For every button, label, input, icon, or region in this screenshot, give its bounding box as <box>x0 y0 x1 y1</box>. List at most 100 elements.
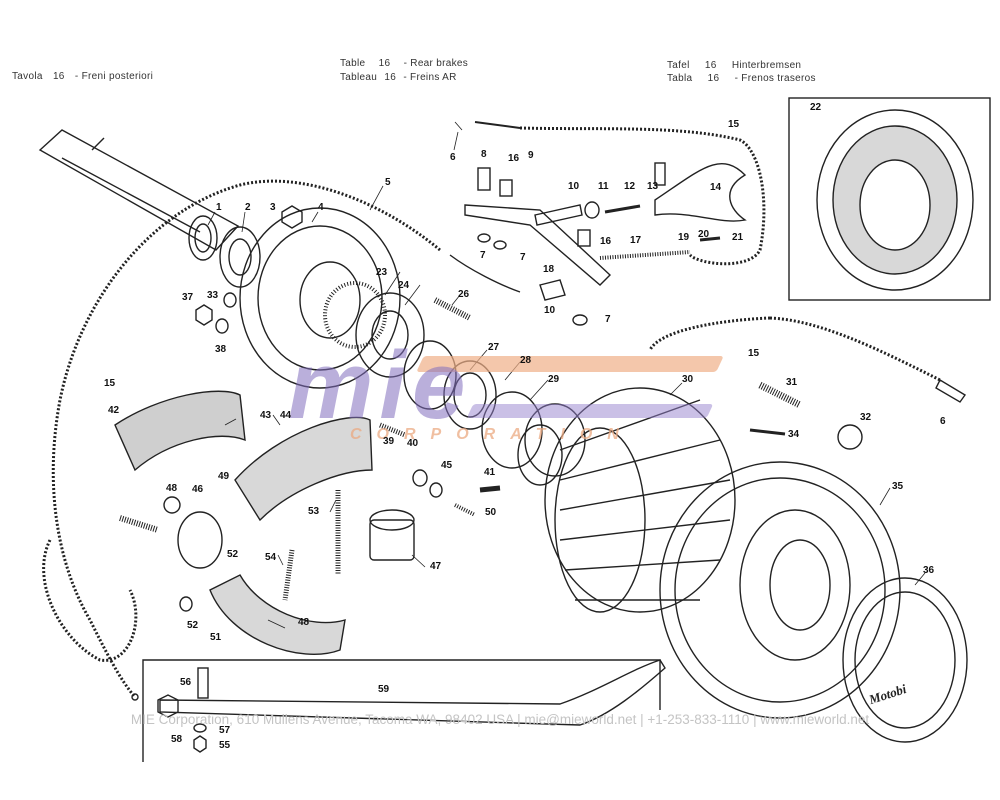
part-label-35: 35 <box>892 481 904 492</box>
bolt-16a <box>499 179 513 197</box>
stud-26 <box>433 297 472 321</box>
part-label-7: 7 <box>480 250 486 261</box>
link-10 <box>534 204 583 226</box>
part-label-22: 22 <box>810 102 822 113</box>
part-label-4: 4 <box>318 202 324 213</box>
part-label-54: 54 <box>265 552 277 563</box>
header-english: Table 16 - Rear brakes <box>340 58 468 69</box>
pin-12 <box>604 204 641 214</box>
part-label-47: 47 <box>430 561 442 572</box>
cam-49 <box>119 515 159 533</box>
washer-7a <box>477 233 491 243</box>
brake-shoe-48-bottom <box>209 574 346 655</box>
header-es-num: 16 <box>707 73 720 84</box>
part-label-55: 55 <box>219 740 231 751</box>
nut-11 <box>584 201 600 219</box>
bolt-16b <box>577 229 591 247</box>
part-label-51: 51 <box>210 632 222 643</box>
header-fr-prefix: Tableau <box>340 72 378 83</box>
brake-cable-9 <box>519 126 766 266</box>
part-label-7: 7 <box>520 252 526 263</box>
spring-55 <box>282 549 295 601</box>
part-label-32: 32 <box>860 412 872 423</box>
part-label-34: 34 <box>788 429 800 440</box>
washer-33 <box>223 292 237 308</box>
wheel-rim-35 <box>659 461 901 719</box>
hub-flange-23 <box>323 281 387 349</box>
stud-39 <box>379 422 406 438</box>
part-label-43: 43 <box>260 410 272 421</box>
part-label-29: 29 <box>548 374 560 385</box>
part-label-23: 23 <box>376 267 388 278</box>
part-label-30: 30 <box>682 374 694 385</box>
part-label-17: 17 <box>630 235 642 246</box>
link-plate-18 <box>464 204 612 286</box>
part-label-31: 31 <box>786 377 798 388</box>
header-fr-title: - Freins AR <box>403 72 457 83</box>
header-italian: Tavola 16 - Freni posteriori <box>12 71 153 82</box>
clevis-10 <box>539 279 566 301</box>
part-label-16: 16 <box>508 153 520 164</box>
part-label-57: 57 <box>219 725 231 736</box>
wheel-cylinder-47 <box>369 519 415 561</box>
header-fr-num: 16 <box>384 72 397 83</box>
brake-cable-long <box>51 179 441 698</box>
part-label-49: 49 <box>218 471 230 482</box>
header-es-prefix: Tabla <box>667 73 693 84</box>
part-label-53: 53 <box>308 506 320 517</box>
washer-38 <box>215 318 229 334</box>
part-label-18: 18 <box>543 264 555 275</box>
part-label-15: 15 <box>728 119 740 130</box>
part-label-2: 2 <box>245 202 251 213</box>
part-label-24: 24 <box>398 280 410 291</box>
nut-59 <box>157 694 179 718</box>
brake-assembly-inset-22 <box>816 109 974 291</box>
nut-3 <box>281 205 303 229</box>
backing-plate-4 <box>239 207 401 389</box>
header-german: Tafel 16 Hinterbremsen <box>667 60 801 71</box>
washer-7b <box>493 240 507 250</box>
brake-shoe-48-top <box>234 416 373 522</box>
part-label-10: 10 <box>544 305 556 316</box>
footer-contact: MIE Corporation, 610 Mullens Avenue, Tac… <box>130 712 870 727</box>
header-it-title: - Freni posteriori <box>74 71 154 82</box>
spring-17 <box>599 250 691 260</box>
part-label-9: 9 <box>528 150 534 161</box>
ring-27 <box>403 340 457 410</box>
part-label-52: 52 <box>187 620 199 631</box>
part-label-8: 8 <box>481 149 487 160</box>
part-label-40: 40 <box>407 438 419 449</box>
clip-52 <box>179 596 193 612</box>
part-label-26: 26 <box>458 289 470 300</box>
nut-37 <box>195 304 213 326</box>
cable-end <box>131 693 139 701</box>
part-label-37: 37 <box>182 292 194 303</box>
part-label-5: 5 <box>385 177 391 188</box>
part-label-59: 59 <box>378 684 390 695</box>
header-en-prefix: Table <box>340 58 366 69</box>
part-label-20: 20 <box>698 229 710 240</box>
part-label-6: 6 <box>450 152 456 163</box>
bolt-57 <box>197 667 209 699</box>
part-label-14: 14 <box>710 182 722 193</box>
part-label-48: 48 <box>166 483 178 494</box>
part-label-15: 15 <box>104 378 116 389</box>
header-spanish: Tabla 16 - Frenos traseros <box>667 73 816 84</box>
part-label-28: 28 <box>520 355 532 366</box>
part-label-12: 12 <box>624 181 636 192</box>
sleeve-29 <box>481 391 543 469</box>
part-label-16: 16 <box>600 236 612 247</box>
part-label-7: 7 <box>605 314 611 325</box>
part-label-48: 48 <box>298 617 310 628</box>
part-label-60: 60 <box>0 0 12 3</box>
watermark-tagline: CORPORATION <box>350 426 634 443</box>
part-label-10: 10 <box>568 181 580 192</box>
link-20 <box>699 236 721 242</box>
part-label-45: 45 <box>441 460 453 471</box>
washer-7c <box>572 314 588 326</box>
part-label-36: 36 <box>923 565 935 576</box>
header-de-num: 16 <box>704 60 717 71</box>
bolt-13 <box>654 162 666 186</box>
